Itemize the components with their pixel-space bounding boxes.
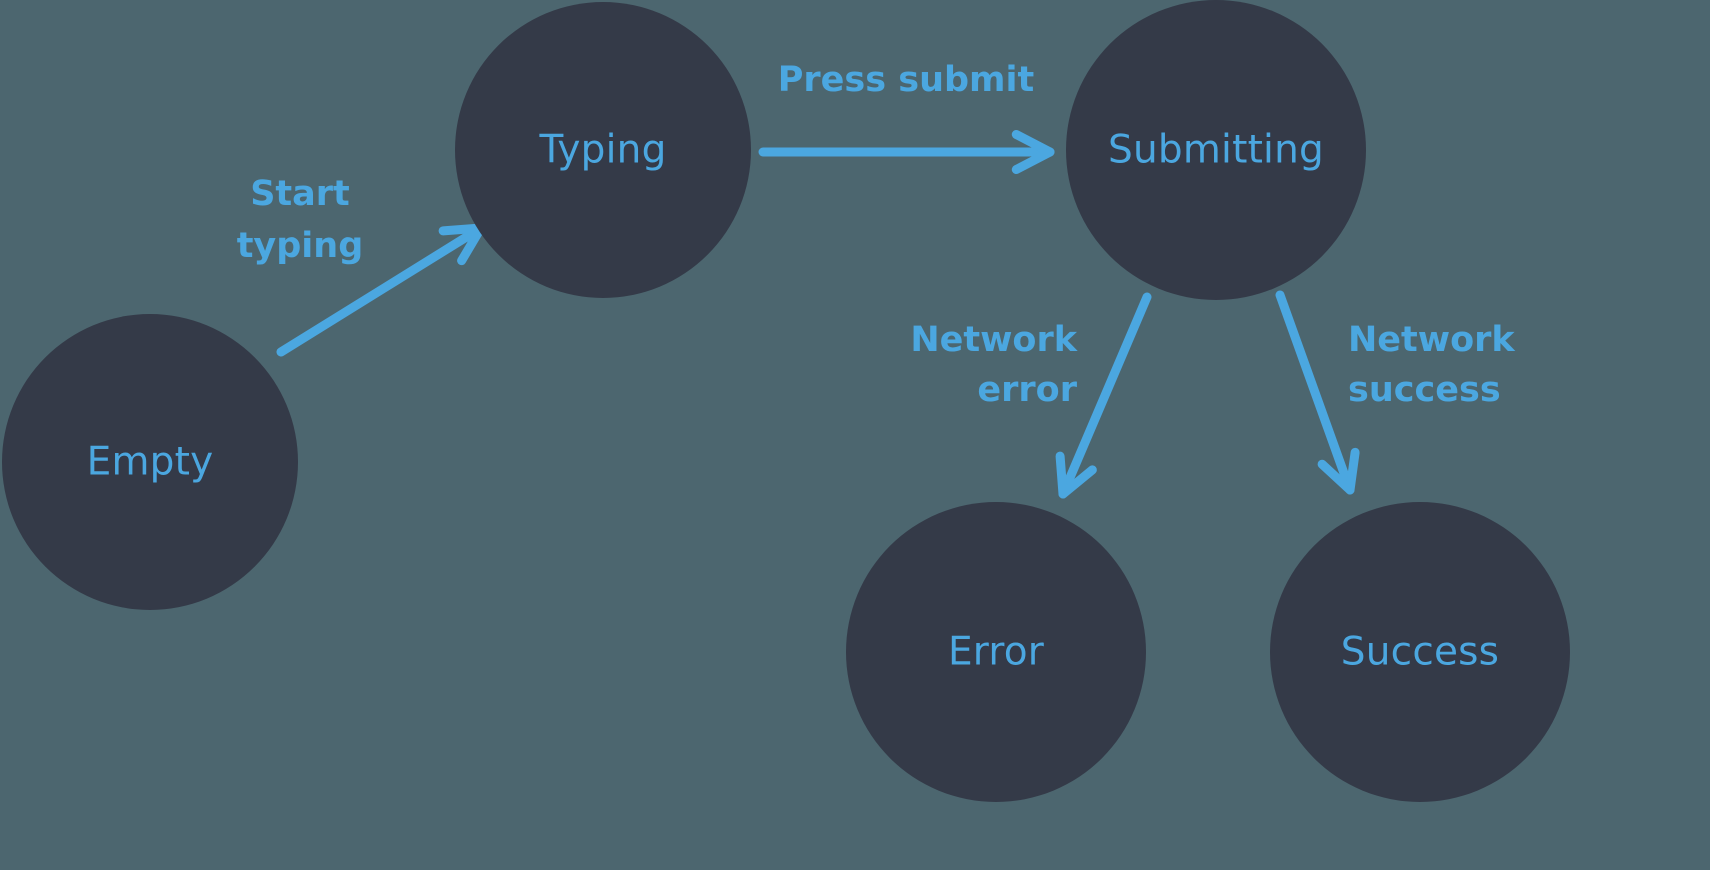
edge-label-line: typing [237,226,364,266]
edge-submitting-to-error: Network error [910,292,1152,499]
edge-label-line: Start [250,174,350,214]
state-circle-empty[interactable] [2,314,298,610]
state-node-submitting[interactable]: Submitting [1066,0,1366,300]
arrowhead-press-submit [1011,129,1055,175]
state-node-error[interactable]: Error [846,502,1146,802]
edge-label-network-error: Network error [910,320,1077,410]
edge-empty-to-typing: Start typing [237,174,486,357]
state-label-typing: Typing [538,128,666,173]
edge-label-line: Network [910,320,1077,360]
edge-label-line: Network [1348,320,1515,360]
edge-line-network-success [1275,290,1355,495]
state-label-success: Success [1341,630,1499,675]
edge-label-line: Press submit [778,60,1035,100]
edge-label-start-typing: Start typing [237,174,364,266]
state-label-empty: Empty [87,440,214,485]
state-circle-success[interactable] [1270,502,1570,802]
arrowhead-network-error [1055,451,1097,499]
state-circle-submitting[interactable] [1066,0,1366,300]
arrowhead-network-success [1317,447,1360,495]
state-circle-typing[interactable] [455,2,751,298]
edge-label-line: success [1348,370,1501,410]
edge-typing-to-submitting: Press submit [758,60,1055,175]
state-node-empty[interactable]: Empty [2,314,298,610]
edge-label-line: error [977,370,1077,410]
edge-label-press-submit: Press submit [778,60,1035,100]
state-label-error: Error [948,630,1045,675]
state-node-typing[interactable]: Typing [455,2,751,298]
state-circle-error[interactable] [846,502,1146,802]
edge-line-start-typing [276,223,486,357]
state-node-success[interactable]: Success [1270,502,1570,802]
edge-submitting-to-success: Network success [1275,290,1515,495]
edge-label-network-success: Network success [1348,320,1515,410]
state-label-submitting: Submitting [1108,128,1324,173]
edge-line-network-error [1058,292,1152,499]
